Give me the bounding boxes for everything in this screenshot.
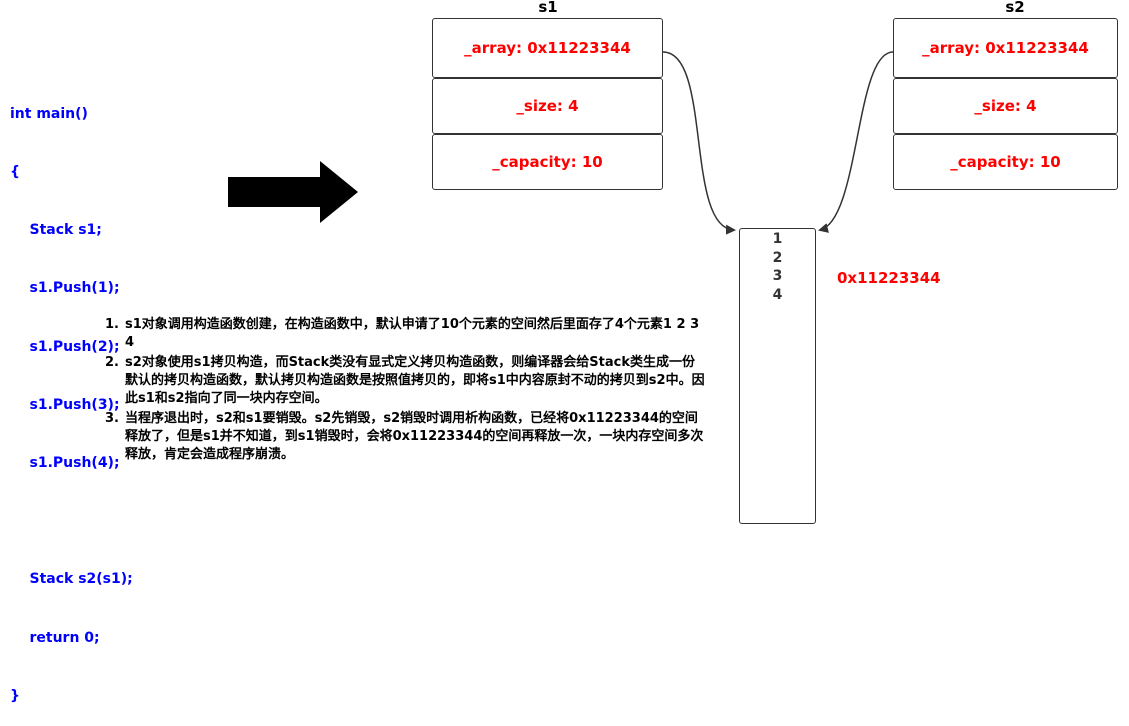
field-label: _capacity: 10 — [950, 153, 1061, 171]
code-line: Stack s1; — [10, 222, 102, 239]
code-line: s1.Push(1); — [10, 280, 120, 297]
s2-array-pointer-arrow — [818, 51, 894, 233]
explanation-notes: 1. s1对象调用构造函数创建，在构造函数中，默认申请了10个元素的空间然后里面… — [105, 316, 705, 466]
memory-value: 2 — [772, 249, 783, 266]
code-line: } — [10, 687, 20, 704]
code-line: s1.Push(2); — [10, 338, 120, 355]
big-right-arrow-icon — [228, 161, 358, 223]
field-label: _array: 0x11223344 — [922, 39, 1089, 57]
object-title-s1: s1 — [538, 0, 558, 16]
note-number: 1. — [105, 317, 119, 332]
code-line: int main() — [10, 105, 88, 122]
s1-array-field: _array: 0x11223344 — [432, 18, 663, 78]
s2-array-field: _array: 0x11223344 — [893, 18, 1118, 78]
field-label: _capacity: 10 — [492, 153, 603, 171]
note-text: s2对象使用s1拷贝构造，而Stack类没有显式定义拷贝构造函数，则编译器会给S… — [125, 355, 705, 406]
memory-value: 4 — [772, 286, 783, 303]
field-label: _array: 0x11223344 — [464, 39, 631, 57]
s1-array-pointer-arrow — [662, 51, 736, 235]
memory-address-label: 0x11223344 — [837, 269, 941, 287]
code-line: Stack s2(s1); — [10, 571, 133, 588]
code-line: { — [10, 164, 20, 181]
code-line: s1.Push(4); — [10, 455, 120, 472]
s1-size-field: _size: 4 — [432, 78, 663, 134]
field-label: _size: 4 — [516, 97, 579, 115]
heap-memory-block: 1 2 3 4 — [739, 228, 816, 524]
note-text: s1对象调用构造函数创建，在构造函数中，默认申请了10个元素的空间然后里面存了4… — [125, 317, 700, 350]
arrows-layer — [228, 51, 894, 235]
note-number: 3. — [105, 411, 119, 426]
object-title-s2: s2 — [1005, 0, 1025, 16]
code-line: return 0; — [10, 629, 100, 646]
code-line: s1.Push(3); — [10, 396, 120, 413]
note-item: 1. s1对象调用构造函数创建，在构造函数中，默认申请了10个元素的空间然后里面… — [105, 316, 705, 352]
s1-capacity-field: _capacity: 10 — [432, 134, 663, 190]
memory-value: 3 — [772, 268, 783, 284]
memory-value: 1 — [772, 231, 783, 247]
s2-size-field: _size: 4 — [893, 78, 1118, 134]
note-item: 3. 当程序退出时，s2和s1要销毁。s2先销毁，s2销毁时调用析构函数，已经将… — [105, 410, 705, 464]
memory-values: 1 2 3 4 — [773, 230, 783, 304]
note-item: 2. s2对象使用s1拷贝构造，而Stack类没有显式定义拷贝构造函数，则编译器… — [105, 354, 705, 408]
field-label: _size: 4 — [974, 97, 1037, 115]
note-text: 当程序退出时，s2和s1要销毁。s2先销毁，s2销毁时调用析构函数，已经将0x1… — [125, 411, 704, 462]
note-number: 2. — [105, 355, 119, 370]
s2-capacity-field: _capacity: 10 — [893, 134, 1118, 190]
